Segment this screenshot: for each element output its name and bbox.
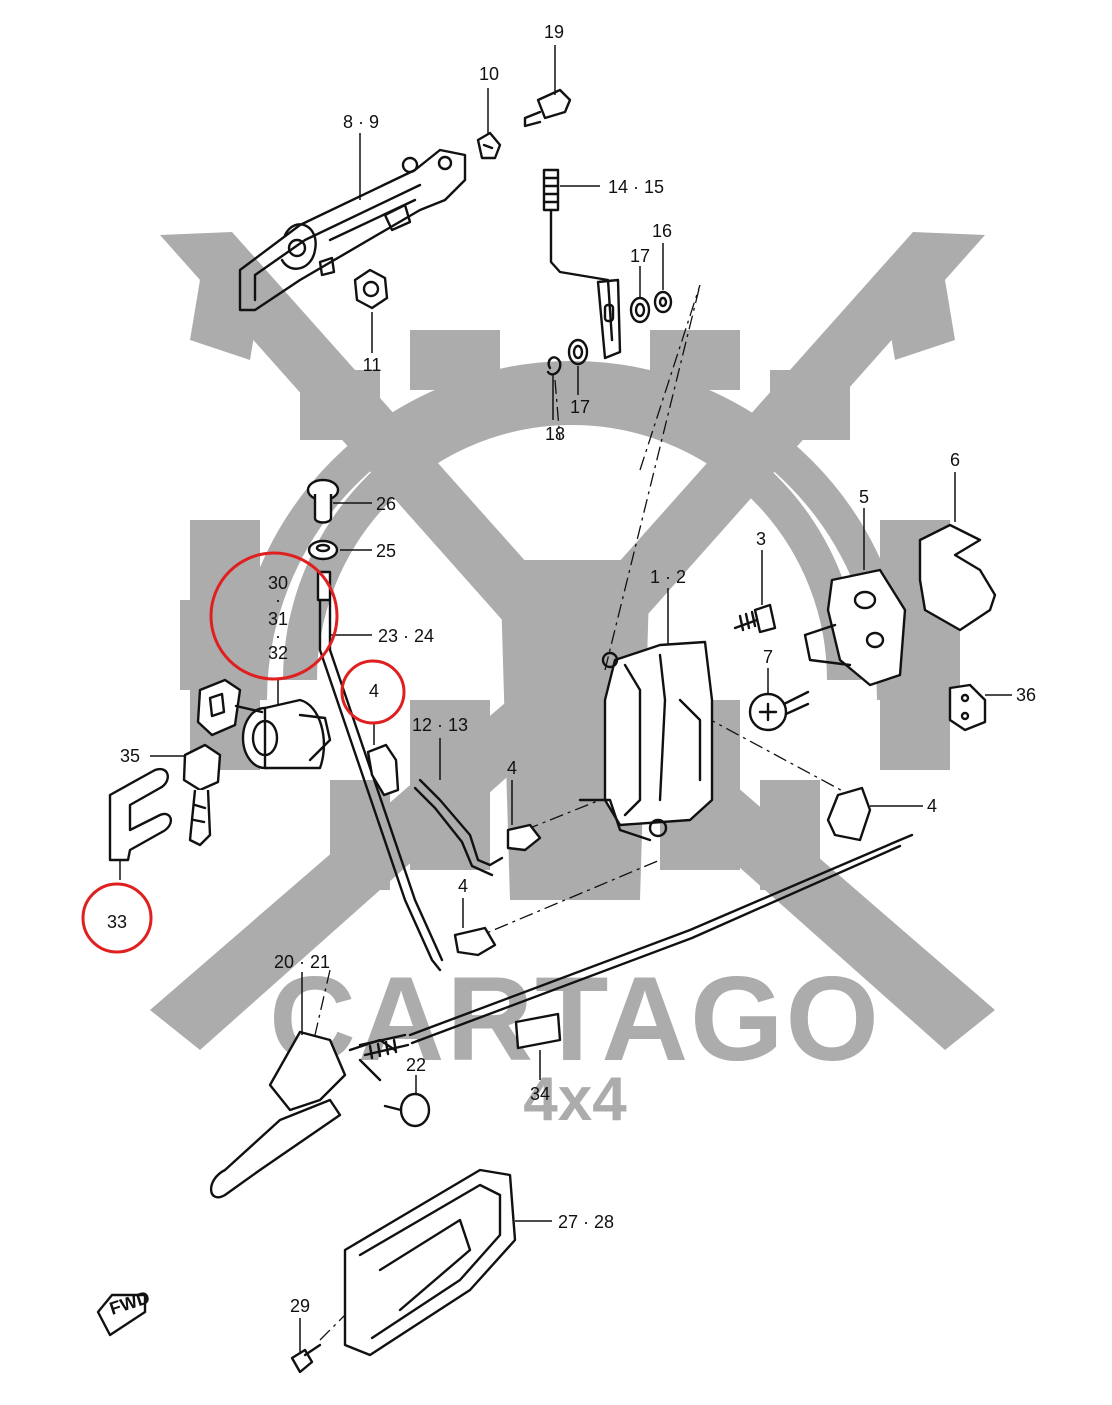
part-screw-7 (748, 690, 810, 732)
callout-26: 26 (376, 494, 396, 514)
callout-29: 29 (290, 1296, 310, 1316)
highlight-circles (81, 551, 406, 954)
callout-22: 22 (406, 1055, 426, 1075)
callout-12-13: 12 · 13 (412, 715, 468, 735)
highlight-circle-33 (81, 882, 153, 954)
callout-6: 6 (950, 450, 960, 470)
part-outer-handle (238, 148, 467, 312)
part-spring-clip-33 (108, 767, 172, 862)
callout-19: 19 (544, 22, 564, 42)
part-clip-4-b (506, 823, 542, 852)
part-rod-14-15 (542, 168, 622, 360)
part-long-rod (408, 833, 914, 1045)
callout-18: 18 (545, 424, 565, 444)
part-clip-4-a (366, 743, 400, 797)
part-door-latch (578, 640, 714, 842)
part-pin-26 (306, 478, 340, 524)
part-screw-29 (290, 1343, 322, 1374)
part-pad-34 (514, 1012, 562, 1050)
part-grommet-25 (307, 539, 339, 561)
part-key-cylinder (196, 678, 332, 770)
callout-34: 34 (530, 1084, 550, 1104)
part-clip-10 (476, 131, 502, 160)
part-clip-4-c (453, 926, 497, 957)
callout-23-24: 23 · 24 (378, 626, 434, 646)
part-screw-3 (733, 603, 777, 634)
callout-3: 3 (756, 529, 766, 549)
part-plate-36 (948, 683, 987, 732)
callout-20-21: 20 · 21 (274, 952, 330, 972)
part-inner-handle (209, 1030, 410, 1199)
callout-32: 32 (268, 643, 288, 663)
part-shim-plate-6 (918, 523, 997, 632)
part-key-35 (182, 743, 222, 847)
leader-lines (119, 45, 1012, 1352)
callout-17-bottom: 17 (570, 397, 590, 417)
callout-4-c: 4 (458, 876, 468, 896)
callout-35: 35 (120, 746, 140, 766)
highlight-circle-4 (340, 659, 406, 725)
callout-14-15: 14 · 15 (608, 177, 664, 197)
callout-dot-2: · (275, 626, 281, 646)
callout-17-top: 17 (630, 246, 650, 266)
callout-30: 30 (268, 573, 288, 593)
callout-8-9: 8 · 9 (343, 112, 379, 132)
callout-25: 25 (376, 541, 396, 561)
callout-7: 7 (763, 647, 773, 667)
fwd-arrow-icon: FWD (96, 1287, 152, 1337)
callout-4-d: 4 (927, 796, 937, 816)
part-washers (546, 290, 673, 376)
callout-33: 33 (107, 912, 127, 932)
callout-10: 10 (479, 64, 499, 84)
part-clip-4-d (826, 786, 872, 842)
callout-dot-1: · (275, 590, 281, 610)
callout-1-2: 1 · 2 (650, 567, 686, 587)
callout-16: 16 (652, 221, 672, 241)
part-screw-22 (383, 1092, 431, 1128)
part-rod-12-13 (413, 778, 504, 877)
callout-5: 5 (859, 487, 869, 507)
callout-4-highlighted: 4 (369, 681, 379, 701)
callout-11: 11 (363, 355, 382, 375)
callout-31: 31 (268, 609, 288, 629)
callout-labels: 19 10 8 · 9 14 · 15 16 17 17 18 11 6 5 3… (107, 22, 1036, 1316)
callout-27-28: 27 · 28 (558, 1212, 614, 1232)
part-nut-11 (353, 268, 389, 310)
part-handle-bezel (343, 1168, 517, 1357)
callout-4-b: 4 (507, 758, 517, 778)
part-grommet-19 (523, 88, 572, 128)
highlight-circle-30-31-32 (209, 551, 339, 681)
part-striker-5 (803, 568, 907, 687)
callout-36: 36 (1016, 685, 1036, 705)
